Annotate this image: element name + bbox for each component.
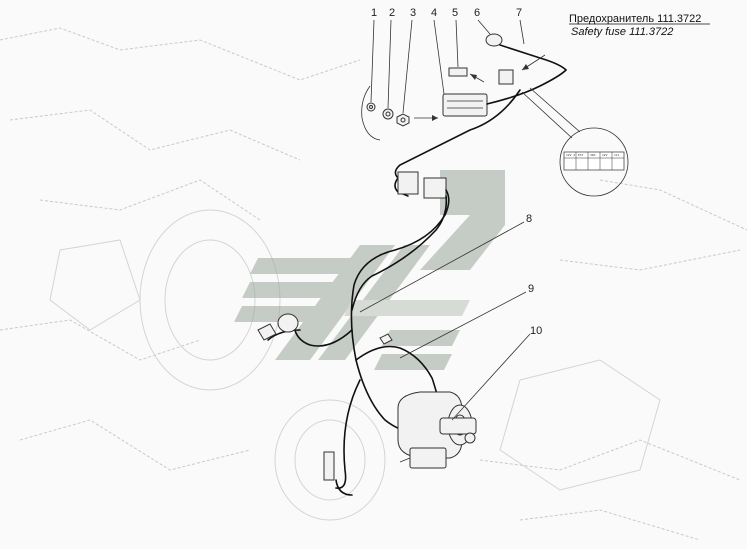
part-4-fuse-block [442, 93, 488, 117]
callout-8: 8 [526, 213, 532, 225]
callout-6: 6 [474, 7, 480, 19]
callout-4: 4 [431, 7, 437, 19]
callout-1: 1 [371, 7, 377, 19]
callout-leaders [359, 221, 531, 421]
part-5-fuse [448, 67, 468, 77]
part-6-cap [485, 33, 503, 47]
label-cell-3: 30A [590, 153, 596, 157]
label-cell-1: 12V 2 [566, 153, 575, 157]
fuse-assembly [394, 19, 568, 179]
starter-motor [397, 391, 477, 469]
ring-terminal-mid [379, 333, 393, 345]
caption-title-ru: Предохранитель 111.3722 [569, 13, 701, 25]
caption-title-en: Safety fuse 111.3722 [571, 26, 673, 38]
callout-5: 5 [452, 7, 458, 19]
callout-2: 2 [389, 7, 395, 19]
label-cell-5: 111 [614, 153, 620, 157]
caption: Предохранитель 111.3722 Safety fuse 111.… [569, 13, 710, 38]
label-cell-2: E37 [578, 153, 584, 157]
detail-circle-left [361, 19, 438, 141]
callout-numbers: 1 2 3 4 5 6 7 8 9 10 [371, 7, 542, 337]
plug-bottom [323, 451, 335, 481]
detail-circle-label: 12V 2 E37 30A 12V 111 [521, 87, 629, 197]
connector-right [423, 177, 447, 199]
part-7-holder [498, 69, 514, 85]
ground-terminal [277, 313, 299, 333]
callout-3: 3 [410, 7, 416, 19]
ring-terminal-left [257, 323, 277, 341]
label-cell-4: 12V [602, 153, 608, 157]
callout-9: 9 [528, 283, 534, 295]
callout-10: 10 [530, 325, 542, 337]
fuse-label-table [563, 151, 625, 171]
callout-7: 7 [516, 7, 522, 19]
watermark-logo [234, 170, 505, 370]
connector-left [397, 171, 419, 195]
